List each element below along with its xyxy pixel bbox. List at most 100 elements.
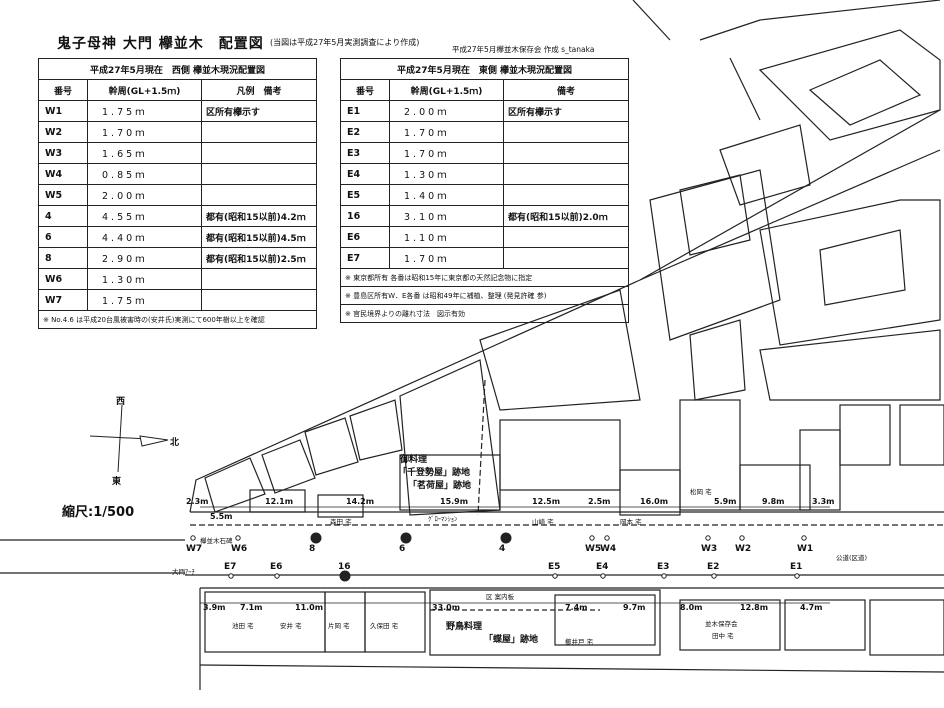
tree-marker-south-1 (274, 573, 280, 579)
cell-note (201, 163, 317, 185)
tree-label-south-7: E1 (790, 562, 803, 572)
tree-marker-south-0 (228, 573, 234, 579)
tree-marker-north-6 (604, 535, 610, 541)
cell-no: 16 (340, 205, 390, 227)
compass-east: 東 (112, 477, 122, 487)
cell-no: W6 (38, 268, 88, 290)
cell-girth: 4.55ｍ (87, 205, 202, 227)
tree-marker-south-6 (711, 573, 717, 579)
tree-label-north-3: 6 (399, 544, 406, 554)
cell-note (201, 142, 317, 164)
house-s-3: 久保田 宅 (370, 622, 399, 630)
cell-no: W5 (38, 184, 88, 206)
cell-girth: 1.70ｍ (389, 121, 504, 143)
tree-label-north-8: W2 (735, 544, 752, 554)
west-table-title: 平成27年5月現在 西側 欅並木現況配置図 (38, 58, 317, 80)
tree-label-north-0: W7 (186, 544, 203, 554)
cell-note: 都有(昭和15以前)2.0ｍ (503, 205, 629, 227)
cell-no: W4 (38, 163, 88, 185)
tree-label-north-7: W3 (701, 544, 718, 554)
east-note-3: ※ 官民境界よりの離れ寸法 図示有効 (340, 304, 629, 323)
cell-no: W3 (38, 142, 88, 164)
measure-n-4: 15.9m (440, 497, 469, 506)
trees-north (190, 532, 807, 544)
compass-north: 北 (170, 438, 180, 448)
cell-girth: 1.70ｍ (87, 121, 202, 143)
measure-n-2: 12.1m (265, 497, 294, 506)
cell-note (503, 142, 629, 164)
restaurant2-line2: 「蝶屋」跡地 (484, 635, 539, 645)
cell-no: E1 (340, 100, 390, 122)
cell-note (503, 226, 629, 248)
measure-n-7: 16.0m (640, 497, 669, 506)
east-col-no: 番号 (340, 79, 390, 101)
measure-s-8: 4.7m (800, 603, 823, 612)
cell-no: 4 (38, 205, 88, 227)
cell-note (201, 184, 317, 206)
tree-label-south-4: E4 (596, 562, 609, 572)
restaurant1-line2: 「千登勢屋」跡地 (398, 468, 471, 478)
tree-marker-north-9 (801, 535, 807, 541)
east-table-title: 平成27年5月現在 東側 欅並木現況配置図 (340, 58, 629, 80)
compass-rose (89, 404, 169, 473)
cell-note (503, 163, 629, 185)
cell-note: 都有(昭和15以前)2.5ｍ (201, 247, 317, 269)
tree-marker-north-4 (500, 532, 512, 544)
tree-label-south-1: E6 (270, 562, 283, 572)
east-note-2: ※ 豊島区所有W．E各番 は昭和49年に補植、整理 (発見許確 参) (340, 286, 629, 305)
tree-marker-south-3 (552, 573, 558, 579)
cell-girth: 1.75ｍ (87, 289, 202, 311)
house-s-7: 田中 宅 (712, 632, 734, 640)
east-table: 平成27年5月現在 東側 欅並木現況配置図 番号 幹周(GL+1.5ｍ) 備考 … (340, 58, 629, 323)
cell-girth: 1.30ｍ (389, 163, 504, 185)
east-note-1: ※ 東京都所有 各番は昭和15年に東京都の天然記念物に指定 (340, 268, 629, 287)
tree-label-north-1: W6 (231, 544, 248, 554)
compass-west: 西 (116, 397, 126, 407)
house-s-1: 安井 宅 (280, 622, 302, 630)
cell-note (503, 247, 629, 269)
cell-girth: 4.40ｍ (87, 226, 202, 248)
tree-marker-north-1 (235, 535, 241, 541)
tree-label-south-3: E5 (548, 562, 561, 572)
house-s-6: 並木保存会 (705, 620, 738, 628)
cell-note: 区所有欅示す (201, 100, 317, 122)
cell-no: E3 (340, 142, 390, 164)
cell-girth: 2.90ｍ (87, 247, 202, 269)
west-table: 平成27年5月現在 西側 欅並木現況配置図 番号 幹周(GL+1.5ｍ) 凡例 … (38, 58, 317, 329)
house-n-1: ｸﾞﾛｰﾏﾝｼｮﾝ (428, 515, 458, 523)
tree-label-south-6: E2 (707, 562, 720, 572)
east-col-girth: 幹周(GL+1.5ｍ) (389, 79, 504, 101)
measure-n-9: 9.8m (762, 497, 785, 506)
tree-label-south-0: E7 (224, 562, 237, 572)
measure-s-4: 7.4m (565, 603, 588, 612)
gate-label: 大門ｱｰﾁ (172, 568, 195, 576)
tree-label-north-9: W1 (797, 544, 814, 554)
cell-note: 区所有欅示す (503, 100, 629, 122)
cell-girth: 2.00ｍ (87, 184, 202, 206)
cell-no: E5 (340, 184, 390, 206)
house-n-4: 松岡 宅 (690, 488, 712, 496)
measure-s-1: 7.1m (240, 603, 263, 612)
measure-n-1: 5.5m (210, 512, 233, 521)
restaurant1-line3: 「茗荷屋」跡地 (408, 481, 472, 491)
restaurant2-line1: 野鳥料理 (446, 622, 483, 632)
tree-label-north-4: 4 (499, 544, 506, 554)
house-s-4: 区 案内板 (486, 593, 515, 601)
cell-no: E2 (340, 121, 390, 143)
house-s-0: 池田 宅 (232, 622, 254, 630)
cell-no: W7 (38, 289, 88, 311)
cell-girth: 1.65ｍ (87, 142, 202, 164)
cell-girth: 3.10ｍ (389, 205, 504, 227)
map-subtitle: (当図は平成27年5月実測調査により作成) (270, 38, 420, 47)
east-col-note: 備考 (503, 79, 629, 101)
